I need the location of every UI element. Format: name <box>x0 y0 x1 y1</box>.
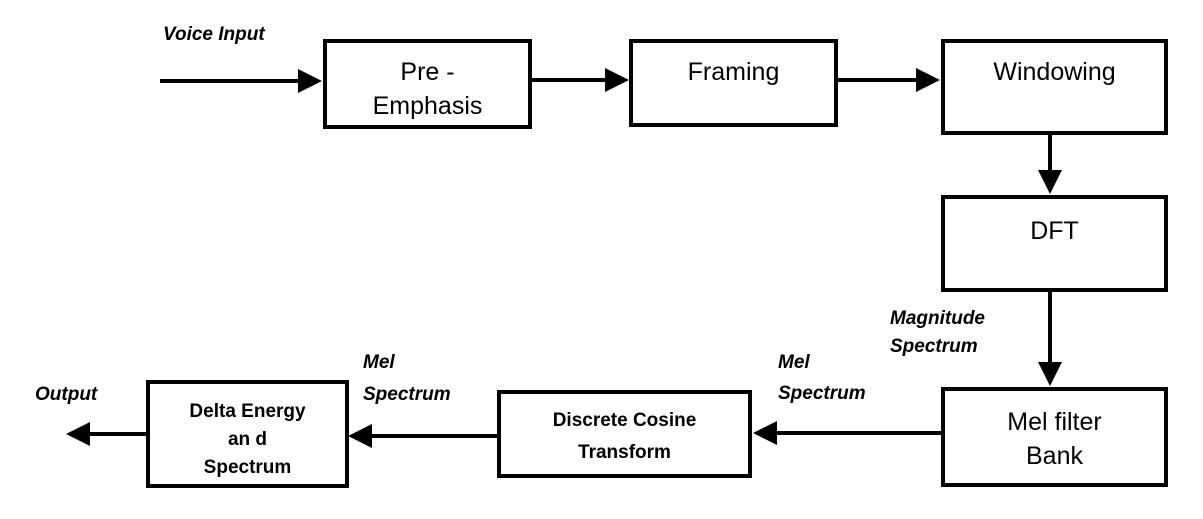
pre-emphasis-line2: Emphasis <box>372 92 483 120</box>
pre-emphasis-line1: Pre - <box>400 58 455 86</box>
delta-energy-block: Delta Energy an d Spectrum <box>146 380 349 488</box>
dct-line1: Discrete Cosine <box>552 410 697 431</box>
dft-label: DFT <box>1030 217 1079 245</box>
mel-filter-bank-block: Mel filter Bank <box>941 387 1168 487</box>
mel-filter-bank-line2: Bank <box>1026 442 1083 470</box>
voice-input-label: Voice Input <box>163 24 265 45</box>
magnitude-spectrum-line2: Spectrum <box>890 336 978 357</box>
mel-filter-bank-line1: Mel filter <box>1007 408 1102 436</box>
framing-label: Framing <box>687 58 780 86</box>
mel-spectrum-right-line2: Spectrum <box>778 383 866 404</box>
mel-spectrum-right-line1: Mel <box>778 352 810 373</box>
magnitude-spectrum-label: Magnitude Spectrum <box>890 306 985 359</box>
windowing-block: Windowing <box>941 39 1168 135</box>
windowing-label: Windowing <box>993 58 1116 86</box>
mel-spectrum-right-label: Mel Spectrum <box>778 350 866 406</box>
output-label: Output <box>35 384 98 405</box>
mel-spectrum-left-label: Mel Spectrum <box>363 350 451 407</box>
mel-spectrum-left-line2: Spectrum <box>363 384 451 405</box>
dct-block: Discrete Cosine Transform <box>497 390 752 478</box>
dct-line2: Transform <box>578 442 671 463</box>
dft-block: DFT <box>941 195 1168 292</box>
framing-block: Framing <box>629 39 838 127</box>
pre-emphasis-block: Pre - Emphasis <box>323 39 532 129</box>
delta-energy-line1: Delta Energy <box>189 401 306 422</box>
delta-energy-line2: an d <box>227 429 268 450</box>
magnitude-spectrum-line1: Magnitude <box>890 308 985 329</box>
delta-energy-line3: Spectrum <box>203 457 292 478</box>
mel-spectrum-left-line1: Mel <box>363 352 395 373</box>
